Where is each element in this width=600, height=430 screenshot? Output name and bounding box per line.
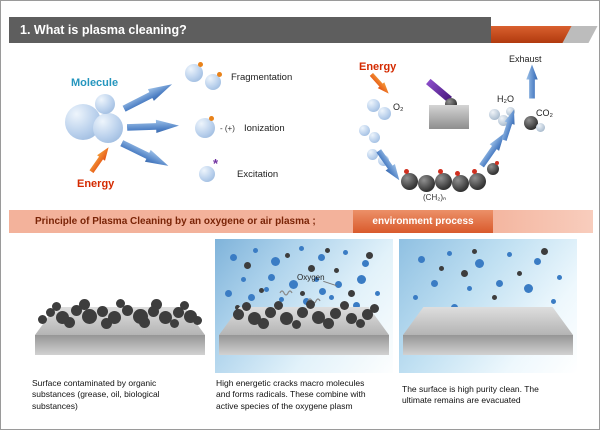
h2o-sphere <box>489 109 500 120</box>
coil-icon <box>279 290 293 296</box>
substrate-block <box>429 105 469 129</box>
exhaust-label: Exhaust <box>509 54 542 64</box>
environment-process-label: environment process <box>372 216 474 227</box>
polymer-sphere <box>401 173 418 190</box>
molecule-sphere <box>93 113 123 143</box>
energy-arrow-icon <box>87 144 113 175</box>
surface-front <box>403 335 573 355</box>
o2-label: O₂ <box>393 102 404 112</box>
electron-dot <box>217 72 222 77</box>
polymer-sphere <box>452 175 469 192</box>
panel-clean <box>399 239 577 373</box>
radical-dot <box>438 169 443 174</box>
h2o-sphere <box>498 115 509 126</box>
panel-plasma-active: Oxygen <box>215 239 393 373</box>
electron-dot <box>198 62 203 67</box>
surface-front <box>219 335 389 355</box>
molecule-label: Molecule <box>71 77 119 89</box>
ionization-label: Ionization <box>244 123 285 134</box>
energy-arrow-icon <box>368 71 393 97</box>
energy-label: Energy <box>77 178 115 190</box>
polymer-sphere <box>469 173 486 190</box>
oxygen-pointer-line <box>323 280 337 287</box>
panel-caption: Surface contaminated by organic substanc… <box>32 378 160 411</box>
fragmentation-label: Fragmentation <box>231 72 293 83</box>
arrow-to-fragmentation-icon <box>121 78 176 116</box>
surface-top <box>35 307 205 335</box>
o2-sphere <box>378 107 391 120</box>
co2-sphere <box>536 123 545 132</box>
polymer-sphere <box>487 163 499 175</box>
contamination-blobs <box>215 239 222 246</box>
h2o-sphere <box>506 107 515 116</box>
surface-top <box>219 307 389 335</box>
co2-sphere <box>524 116 538 130</box>
molecule-sphere <box>95 94 115 114</box>
ionization-symbol: - (+) <box>220 124 235 133</box>
ionization-sphere <box>195 118 215 138</box>
o2-sphere <box>359 125 370 136</box>
arrow-to-ionization-icon <box>127 118 179 135</box>
banner-text: Principle of Plasma Cleaning by an oxyge… <box>35 216 316 227</box>
page-title: 1. What is plasma cleaning? <box>20 23 187 37</box>
o2-sphere <box>367 149 378 160</box>
exhaust-arrow-icon <box>526 65 539 99</box>
coil-icon <box>307 298 321 304</box>
radical-dot <box>472 169 477 174</box>
panel-caption: The surface is high purity clean. The ul… <box>402 384 539 406</box>
h2o-label: H₂O <box>497 94 514 104</box>
radical-dot <box>455 171 460 176</box>
polymer-sphere <box>435 173 452 190</box>
title-bar: 1. What is plasma cleaning? <box>9 17 491 43</box>
oxygen-label: Oxygen <box>297 273 325 282</box>
environment-process-badge: environment process <box>353 210 493 233</box>
panel-contaminated <box>31 239 209 373</box>
o2-sphere <box>369 132 380 143</box>
energy-label: Energy <box>359 61 397 73</box>
co2-label: CO₂ <box>536 108 553 118</box>
excitation-label: Excitation <box>237 169 279 180</box>
radical-dot <box>495 161 499 165</box>
o2-sphere <box>367 99 380 112</box>
radical-dot <box>404 169 409 174</box>
principle-banner: Principle of Plasma Cleaning by an oxyge… <box>9 210 593 233</box>
contamination-blobs <box>31 239 38 246</box>
panel-caption: High energetic cracks macro molecules an… <box>216 378 366 411</box>
fragment-sphere <box>185 64 203 82</box>
plasma-particles-dark <box>399 239 404 244</box>
arrow-to-excitation-icon <box>118 136 171 172</box>
polymer-label: (CH₂)ₙ <box>423 193 447 202</box>
polymer-sphere <box>418 175 435 192</box>
surface-front <box>35 335 205 355</box>
surface-top <box>403 307 573 335</box>
electron-dot <box>209 116 214 121</box>
fragment-sphere <box>205 74 221 90</box>
excitation-sphere <box>199 166 215 182</box>
excitation-symbol: * <box>213 156 219 171</box>
flow-arrow-down-icon <box>373 147 404 184</box>
